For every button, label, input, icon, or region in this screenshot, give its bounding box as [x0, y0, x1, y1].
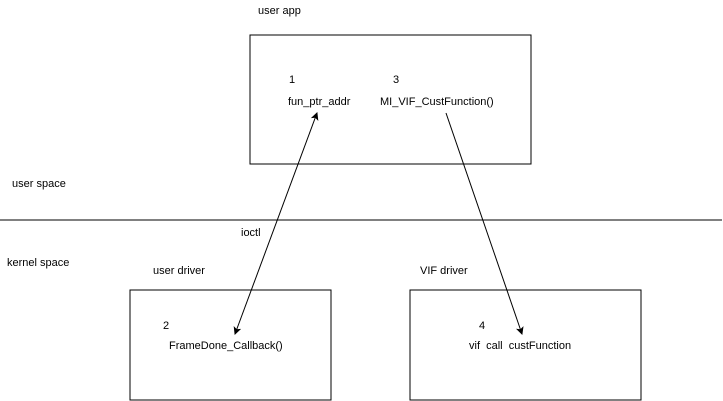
- user-app-label: user app: [258, 5, 301, 17]
- framedone-callback-label: FrameDone_Callback(): [169, 340, 283, 352]
- ioctl-label: ioctl: [241, 227, 261, 239]
- vif-driver-label: VIF driver: [420, 265, 468, 277]
- vif-driver-box: [409, 289, 642, 401]
- user-driver-label: user driver: [153, 265, 205, 277]
- kernel-space-label: kernel space: [7, 257, 69, 269]
- user-space-label: user space: [12, 178, 66, 190]
- step-4-number: 4: [479, 320, 485, 332]
- ioctl-bidirectional-arrow: [233, 112, 319, 335]
- mi-vif-custfunction-label: MI_VIF_CustFunction(): [380, 96, 494, 108]
- fun-ptr-addr-label: fun_ptr_addr: [288, 96, 351, 108]
- step-2-number: 2: [163, 320, 169, 332]
- custfunction-call-arrow: [445, 112, 524, 335]
- vif-call-custfunction-label: vif call custFunction: [469, 340, 571, 352]
- step-3-number: 3: [393, 74, 399, 86]
- step-1-number: 1: [289, 74, 295, 86]
